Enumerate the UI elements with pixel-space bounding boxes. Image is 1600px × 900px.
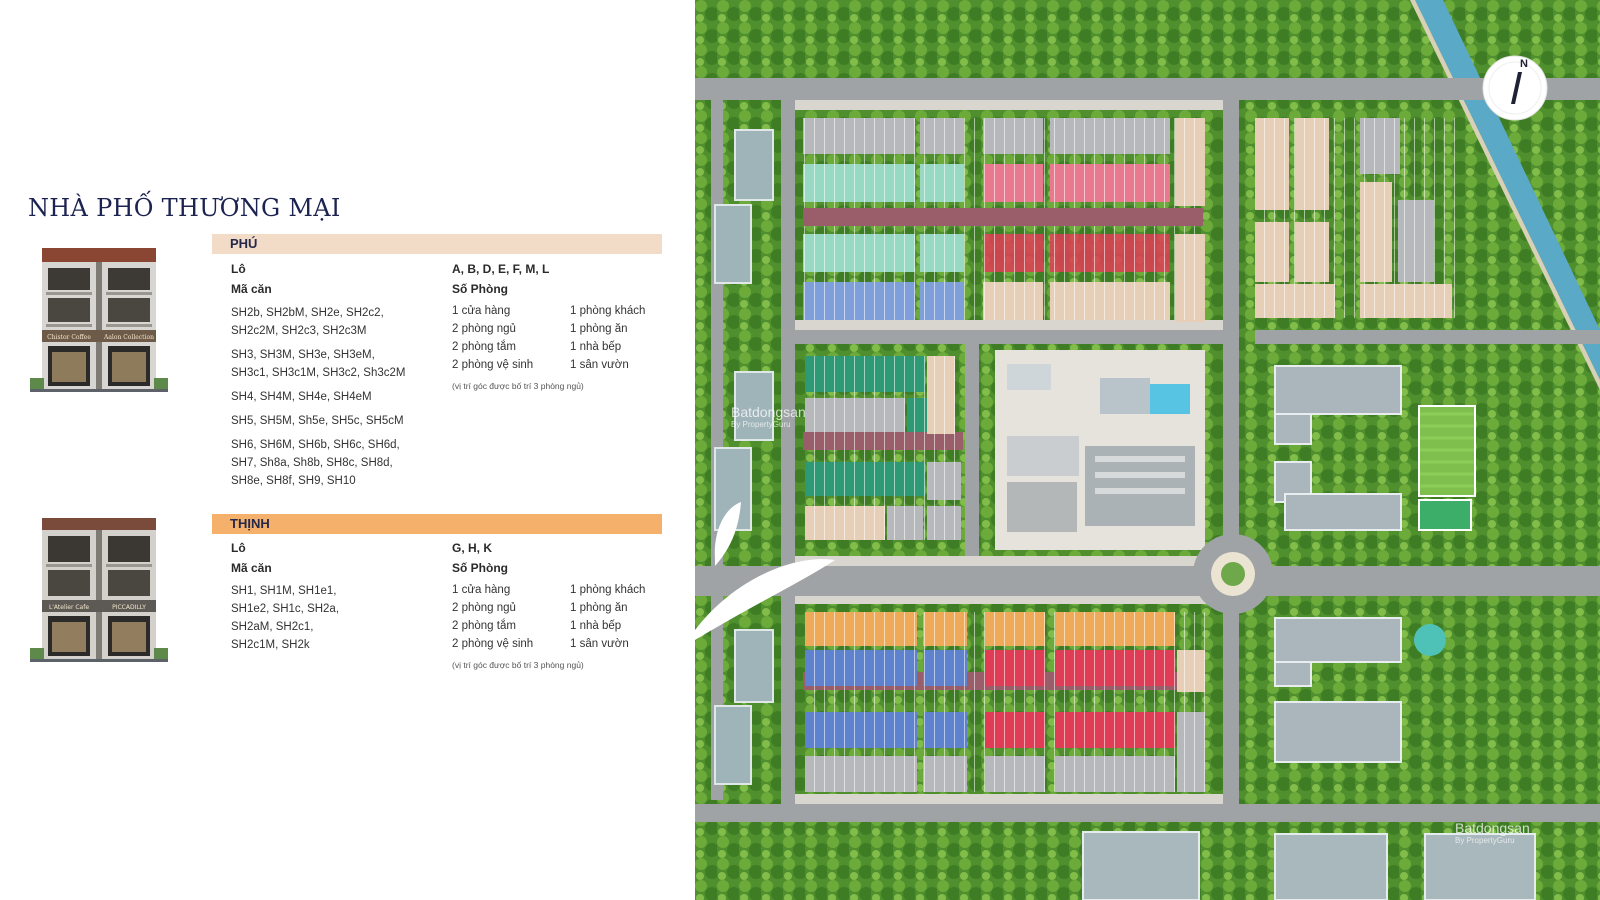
sports-field: [1418, 405, 1476, 497]
room-item: 1 sân vườn: [570, 359, 629, 371]
room-list-right: 1 phòng khách 1 phòng ăn 1 nhà bếp 1 sân…: [570, 302, 645, 374]
room-item: 1 cửa hàng: [452, 584, 511, 596]
unit-code-label: Mã căn: [231, 561, 272, 575]
room-item: 1 nhà bếp: [570, 620, 622, 632]
sidewalks: [795, 100, 1223, 804]
leaf-logo-motif: [695, 559, 835, 640]
corner-note: (vị trí góc được bố trí 3 phòng ngủ): [452, 660, 584, 670]
unit-code-group: SH6, SH6M, SH6b, SH6c, SH6d, SH7, Sh8a, …: [231, 439, 400, 487]
existing-buildings-west: [714, 129, 774, 785]
room-item: 1 nhà bếp: [570, 341, 622, 353]
page-title: NHÀ PHỐ THƯƠNG MẠI: [28, 194, 341, 222]
watermark-text: Batdongsan: [731, 404, 806, 420]
townhouse-block-northeast: [1255, 118, 1455, 318]
townhouse-block-middle: [805, 356, 961, 540]
room-item: 2 phòng vệ sinh: [452, 359, 534, 371]
leaf-logo-motif-petal: [714, 502, 741, 566]
watermark-subtext: By PropertyGuru: [1455, 836, 1515, 845]
compass-north-label: N: [1520, 58, 1528, 70]
master-plan-map: N Batdongsan By PropertyGuru Batdongsan …: [695, 0, 1600, 900]
unit-code-list: SH1, SH1M, SH1e1, SH1e2, SH1c, SH2a, SH2…: [231, 582, 441, 660]
room-item: 2 phòng tắm: [452, 620, 516, 632]
watermark: Batdongsan By PropertyGuru: [731, 404, 806, 429]
section-band-thinh: THỊNH: [212, 514, 662, 534]
room-item: 1 phòng khách: [570, 584, 646, 596]
unit-code-label: Mã căn: [231, 282, 272, 296]
unit-code-group: SH4, SH4M, SH4e, SH4eM: [231, 391, 372, 403]
lot-label: Lô: [231, 262, 246, 276]
room-list-left: 1 cửa hàng 2 phòng ngủ 2 phòng tắm 2 phò…: [452, 302, 533, 374]
roundabout-garden: [1221, 562, 1245, 586]
watermark-text: Batdongsan: [1455, 820, 1530, 836]
room-item: 1 sân vườn: [570, 638, 629, 650]
room-item: 2 phòng ngủ: [452, 602, 516, 614]
lot-value: G, H, K: [452, 541, 493, 555]
existing-buildings-south: [1082, 831, 1536, 900]
lot-value: A, B, D, E, F, M, L: [452, 262, 550, 276]
unit-code-list: SH2b, SH2bM, SH2e, SH2c2, SH2c2M, SH2c3,…: [231, 304, 441, 496]
section-band-phu: PHÚ: [212, 234, 662, 254]
watermark: Batdongsan By PropertyGuru: [1455, 820, 1530, 845]
townhouse-block-south: [805, 612, 1205, 792]
info-panel: NHÀ PHỐ THƯƠNG MẠI Chistor Coffee Aalon …: [0, 0, 695, 900]
shop-sign-1: Chistor Coffee: [47, 334, 91, 341]
tennis-court: [1418, 499, 1472, 531]
room-item: 1 cửa hàng: [452, 305, 511, 317]
rooms-label: Số Phòng: [452, 561, 508, 575]
corner-note: (vị trí góc được bố trí 3 phòng ngủ): [452, 381, 584, 391]
unit-code-group: SH3, SH3M, SH3e, SH3eM, SH3c1, SH3c1M, S…: [231, 349, 406, 379]
house-illustration-phu: Chistor Coffee Aalon Collection: [30, 242, 168, 392]
room-item: 1 phòng khách: [570, 305, 646, 317]
room-item: 1 phòng ăn: [570, 602, 628, 614]
room-list-left: 1 cửa hàng 2 phòng ngủ 2 phòng tắm 2 phò…: [452, 581, 533, 653]
room-item: 2 phòng ngủ: [452, 323, 516, 335]
unit-code-group: SH5, SH5M, Sh5e, SH5c, SH5cM: [231, 415, 404, 427]
watermark-subtext: By PropertyGuru: [731, 420, 791, 429]
room-item: 1 phòng ăn: [570, 323, 628, 335]
room-list-right: 1 phòng khách 1 phòng ăn 1 nhà bếp 1 sân…: [570, 581, 645, 653]
apartment-blocks-east: [1274, 365, 1402, 763]
shop-sign-1: L'Atelier Cafe: [49, 604, 89, 611]
room-item: 2 phòng tắm: [452, 341, 516, 353]
house-illustration-thinh: L'Atelier Cafe PICCADILLY: [30, 514, 168, 662]
shop-sign-2: Aalon Collection: [103, 334, 154, 341]
central-amenity: [995, 350, 1205, 550]
room-item: 2 phòng vệ sinh: [452, 638, 534, 650]
shop-sign-2: PICCADILLY: [112, 604, 146, 611]
lot-label: Lô: [231, 541, 246, 555]
unit-code-group: SH1, SH1M, SH1e1, SH1e2, SH1c, SH2a, SH2…: [231, 585, 340, 651]
rooms-label: Số Phòng: [452, 282, 508, 296]
unit-code-group: SH2b, SH2bM, SH2e, SH2c2, SH2c2M, SH2c3,…: [231, 307, 384, 337]
pond: [1414, 624, 1446, 656]
compass-icon: [1482, 55, 1548, 121]
